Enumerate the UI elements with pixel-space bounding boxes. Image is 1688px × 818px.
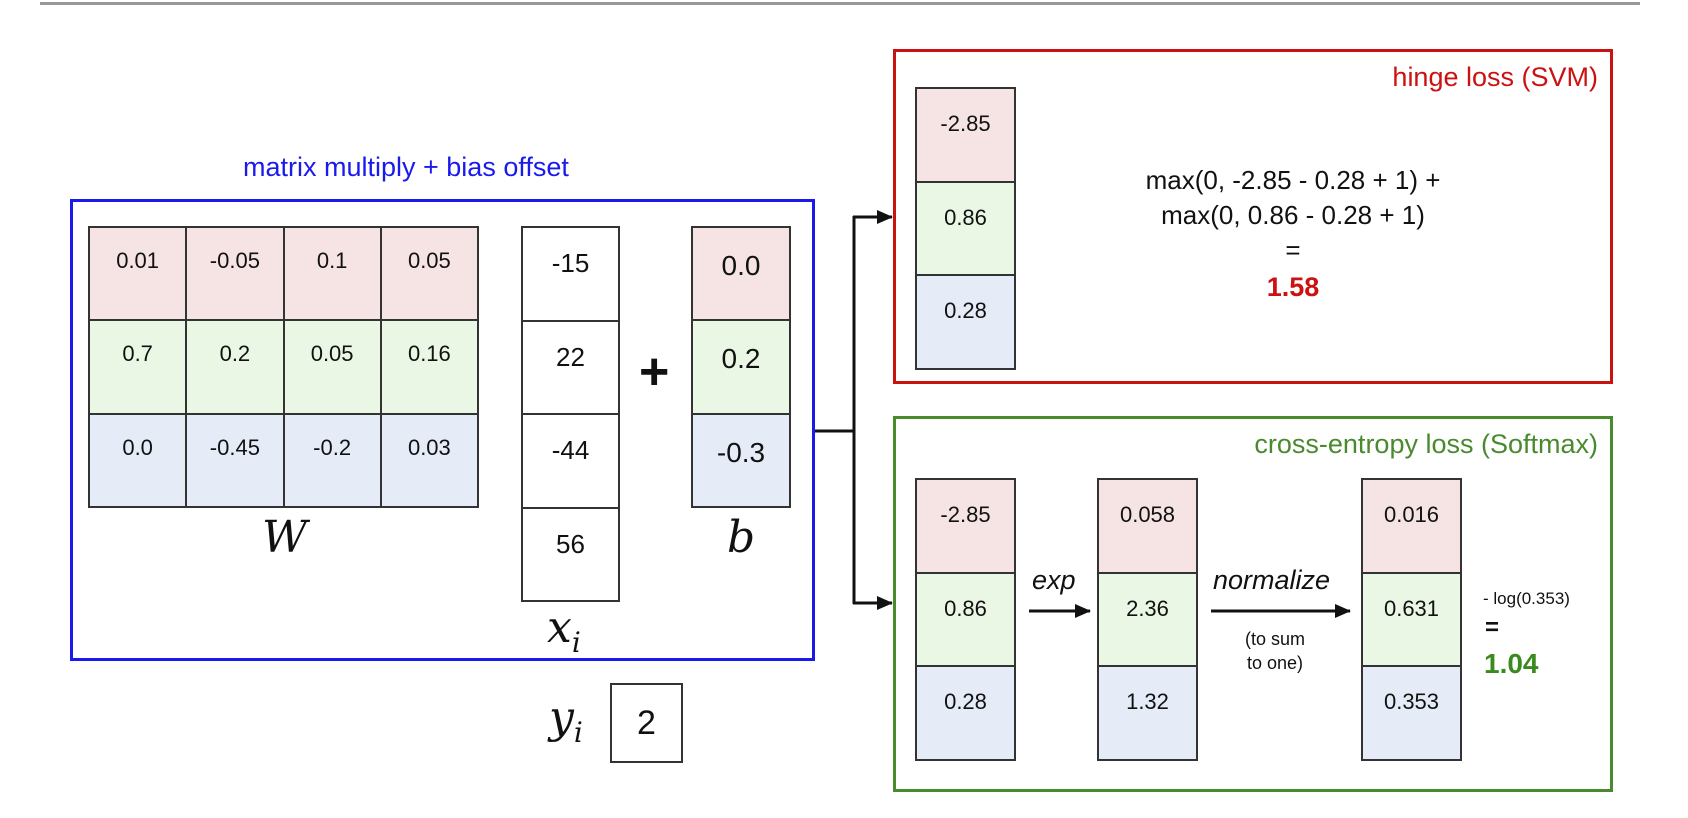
true-label-box: 2 [610, 683, 683, 763]
b-cell: 0.0 [693, 228, 791, 322]
probabilities: 0.016 0.631 0.353 [1361, 478, 1462, 761]
input-vector-label: xi [547, 606, 581, 657]
note-line: (to sum [1244, 629, 1305, 649]
w-cell: -0.45 [187, 414, 285, 508]
formula-line: max(0, 0.86 - 0.28 + 1) [1161, 200, 1425, 230]
prob-cell: 0.631 [1363, 573, 1462, 668]
weight-matrix-label: W [262, 512, 308, 563]
b-cell: 0.2 [693, 321, 791, 415]
softmax-scores: -2.85 0.86 0.28 [915, 478, 1016, 761]
b-cell: -0.3 [693, 414, 791, 508]
softmax-loss-panel [893, 416, 1613, 792]
note-line: to one) [1246, 653, 1304, 673]
exp-values: 0.058 2.36 1.32 [1097, 478, 1198, 761]
x-cell: -44 [523, 415, 620, 509]
normalize-note: (to sum to one) [1235, 627, 1315, 675]
softmax-loss-value: 1.04 [1484, 648, 1539, 679]
hinge-scores: -2.85 0.86 0.28 [915, 87, 1016, 370]
label-y-symbol: yi [549, 696, 583, 747]
linear-section-title: matrix multiply + bias offset [243, 152, 569, 182]
exp-label: exp [1032, 565, 1076, 595]
w-cell: 0.01 [90, 228, 188, 322]
prob-cell: 0.353 [1363, 667, 1462, 761]
bias-vector-label: b [727, 512, 756, 563]
x-subscript: i [571, 626, 581, 659]
normalize-label: normalize [1213, 565, 1331, 595]
x-cell: 22 [523, 321, 620, 415]
w-cell: 0.1 [284, 228, 382, 322]
loss-expression: - log(0.353) [1483, 589, 1570, 608]
loss-equals: = [1485, 614, 1500, 641]
exp-cell: 1.32 [1099, 667, 1198, 761]
w-cell: 0.16 [381, 321, 479, 415]
hinge-loss-value: 1.58 [1266, 272, 1320, 302]
x-cell: 56 [523, 508, 620, 602]
score-cell: -2.85 [917, 480, 1016, 574]
top-divider [40, 2, 1640, 5]
w-cell: 0.7 [90, 321, 188, 415]
formula-line: = [1285, 235, 1301, 265]
w-cell: 0.2 [187, 321, 285, 415]
exp-cell: 2.36 [1099, 573, 1198, 668]
w-cell: 0.03 [381, 414, 479, 508]
w-cell: -0.05 [187, 228, 285, 322]
x-cell: -15 [523, 228, 620, 322]
y-subscript: i [573, 716, 583, 749]
prob-cell: 0.016 [1363, 480, 1462, 574]
score-cell: 0.28 [917, 667, 1016, 761]
hinge-loss-title: hinge loss (SVM) [1392, 62, 1598, 92]
x-symbol: x [547, 602, 572, 653]
w-cell: 0.05 [381, 228, 479, 322]
score-cell: -2.85 [917, 89, 1016, 183]
linear-panel [70, 199, 815, 661]
score-cell: 0.28 [917, 276, 1016, 370]
softmax-loss-title: cross-entropy loss (Softmax) [1254, 429, 1598, 459]
bias-vector: 0.0 0.2 -0.3 [691, 226, 791, 508]
weight-matrix: 0.01 -0.05 0.1 0.05 0.7 0.2 0.05 0.16 0.… [88, 226, 479, 508]
plus-operator: + [639, 343, 670, 401]
w-cell: -0.2 [284, 414, 382, 508]
w-cell: 0.05 [284, 321, 382, 415]
hinge-formula: max(0, -2.85 - 0.28 + 1) + max(0, 0.86 -… [1093, 163, 1493, 305]
formula-line: max(0, -2.85 - 0.28 + 1) + [1145, 165, 1441, 195]
score-cell: 0.86 [917, 573, 1016, 668]
input-vector: -15 22 -44 56 [521, 226, 620, 602]
hinge-loss-panel [893, 49, 1613, 384]
w-cell: 0.0 [90, 414, 188, 508]
score-cell: 0.86 [917, 182, 1016, 277]
y-symbol: y [549, 692, 574, 743]
exp-cell: 0.058 [1099, 480, 1198, 574]
